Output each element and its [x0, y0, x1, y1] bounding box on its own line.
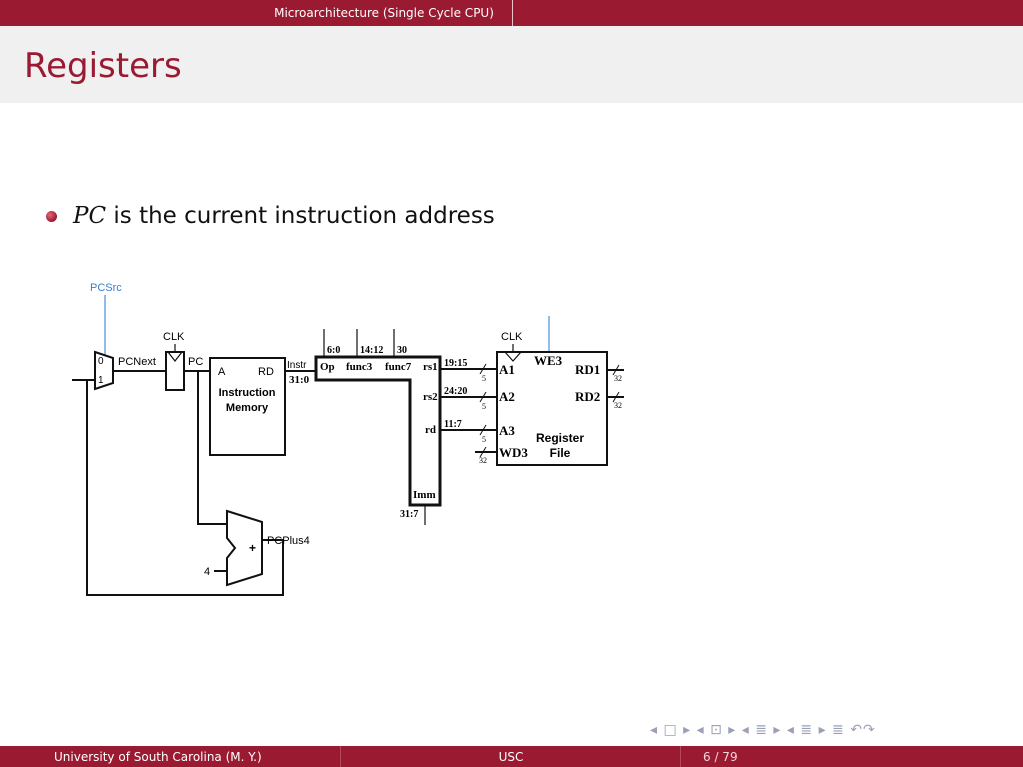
register-file-clk-triangle: [504, 351, 522, 362]
width-rd2: 32: [614, 401, 622, 410]
instr-bits-label: 31:0: [289, 374, 310, 386]
imem-name-line2: Memory: [226, 402, 269, 414]
rs1-label: rs1: [423, 361, 438, 373]
rf-name-line1: Register: [536, 431, 584, 445]
imem-name-line1: Instruction: [219, 387, 276, 399]
wd3-label: WD3: [499, 445, 528, 460]
width-wd3: 32: [479, 456, 487, 465]
bullet-item: PC is the current instruction address: [46, 203, 495, 229]
rf-name-line2: File: [550, 446, 571, 460]
bits-19-15-label: 19:15: [444, 358, 467, 369]
footer-author: University of South Carolina (M. Y.): [54, 749, 262, 764]
rs2-label: rs2: [423, 391, 438, 403]
title-band: Registers: [0, 26, 1023, 103]
bullet-text: PC is the current instruction address: [73, 203, 495, 229]
bottom-bar: University of South Carolina (M. Y.) USC…: [0, 746, 1023, 767]
footer-page-number: 6 / 79: [680, 746, 1023, 767]
a3-label: A3: [499, 423, 515, 438]
pcnext-label: PCNext: [118, 356, 156, 368]
a2-label: A2: [499, 389, 515, 404]
rd2-label: RD2: [575, 389, 600, 404]
pcsrc-label: PCSrc: [90, 282, 122, 294]
pc-label: PC: [188, 356, 203, 368]
f14-12-label: 14:12: [360, 345, 383, 356]
bullet-body: is the current instruction address: [106, 203, 495, 229]
four-label: 4: [204, 566, 210, 578]
pc-to-adder-wire: [197, 371, 227, 525]
func3-label: func3: [346, 361, 373, 373]
we3-label: WE3: [534, 353, 563, 368]
op-label: Op: [320, 361, 335, 373]
adder-plus-label: +: [249, 541, 256, 555]
mux-1-label: 1: [98, 375, 104, 386]
pc-mux: [94, 350, 114, 391]
pc-adder: [226, 509, 263, 587]
slash-rs1: [479, 363, 487, 375]
slash-rd1: [612, 364, 620, 376]
register-file: [496, 351, 608, 466]
rd1-label: RD1: [575, 362, 600, 377]
a1-label: A1: [499, 362, 515, 377]
beamer-navigation[interactable]: ◂ □ ▸ ◂ ⊡ ▸ ◂ ≣ ▸ ◂ ≣ ▸ ≣ ↶↷: [650, 722, 876, 738]
bullet-icon: [46, 210, 57, 222]
clk1-label: CLK: [163, 331, 185, 343]
imem-a-label: A: [218, 366, 226, 378]
f30-label: 30: [397, 345, 407, 356]
imm-label: Imm: [413, 489, 436, 501]
top-bar: Microarchitecture (Single Cycle CPU): [0, 0, 1023, 26]
width-rd: 5: [482, 435, 486, 444]
clk2-label: CLK: [501, 331, 523, 343]
pcplus4-label: PCPlus4: [267, 535, 310, 547]
width-rs2: 5: [482, 402, 486, 411]
slash-wd3: [479, 446, 487, 458]
imm-bits-label: 31:7: [400, 509, 418, 520]
func7-label: func7: [385, 361, 412, 373]
pc-register: [165, 351, 185, 391]
slide-title: Registers: [24, 46, 182, 86]
width-rs1: 5: [482, 374, 486, 383]
bits-11-7-label: 11:7: [444, 419, 462, 430]
section-tab[interactable]: Microarchitecture (Single Cycle CPU): [256, 0, 513, 26]
instruction-memory: [209, 357, 286, 456]
bits-24-20-label: 24:20: [444, 386, 467, 397]
instr-label: Instr: [287, 360, 307, 371]
instruction-decoder: [314, 355, 442, 507]
width-rd1: 32: [614, 374, 622, 383]
bullet-math: PC: [73, 203, 107, 229]
slash-rd: [479, 424, 487, 436]
rd-label: rd: [425, 424, 436, 436]
imem-rd-label: RD: [258, 366, 274, 378]
slash-rd2: [612, 391, 620, 403]
footer-institute: USC: [340, 746, 681, 767]
pc-register-clk-triangle: [167, 351, 183, 362]
f6-0-label: 6:0: [327, 345, 340, 356]
slash-rs2: [479, 391, 487, 403]
mux-0-label: 0: [98, 356, 104, 367]
